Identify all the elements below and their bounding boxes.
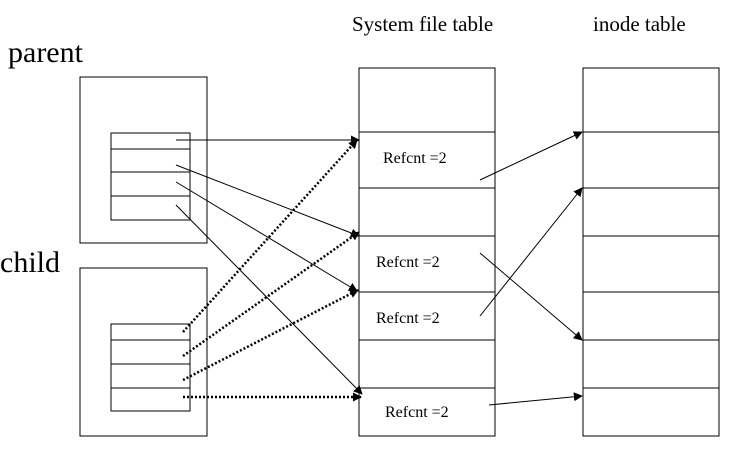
parent-process-box	[79, 76, 208, 244]
refcount-label: Refcnt =2	[376, 310, 440, 327]
parent-fd-arrows	[175, 135, 363, 395]
inode-arrow	[479, 187, 583, 317]
parent-fd3-arrow	[175, 204, 363, 395]
inode-table	[582, 67, 720, 437]
child-fd-arrows	[182, 139, 362, 402]
parent-fd-slot	[110, 132, 191, 150]
inode-arrow	[479, 252, 583, 341]
inode-arrow	[488, 392, 583, 406]
child-process-box	[79, 267, 208, 437]
child-fd-slot	[110, 363, 191, 389]
child-fd-slot	[110, 339, 191, 365]
inode-table-title: inode table	[593, 12, 686, 36]
refcount-label: Refcnt =2	[383, 150, 447, 167]
child-fd1-arrow	[182, 230, 360, 358]
parent-fd-slot	[110, 195, 191, 221]
inode-arrows	[479, 131, 583, 406]
parent-fd-table	[110, 132, 191, 221]
child-label: child	[0, 246, 60, 279]
refcount-label: Refcnt =2	[376, 254, 440, 271]
system-file-table-title: System file table	[352, 12, 494, 36]
parent-fd-slot	[110, 148, 191, 173]
child-fd-table	[110, 323, 191, 412]
child-fd-slot	[110, 387, 191, 412]
child-fd-slot	[110, 323, 191, 341]
parent-fd2-arrow	[175, 181, 358, 292]
inode-arrow	[479, 131, 583, 181]
parent-fd1-arrow	[175, 164, 360, 238]
parent-fd-slot	[110, 171, 191, 197]
system-file-table	[358, 67, 496, 437]
child-fd0-arrow	[182, 139, 358, 333]
child-fd2-arrow	[182, 288, 359, 382]
refcount-label: Refcnt =2	[385, 404, 449, 421]
parent-label: parent	[8, 36, 83, 69]
